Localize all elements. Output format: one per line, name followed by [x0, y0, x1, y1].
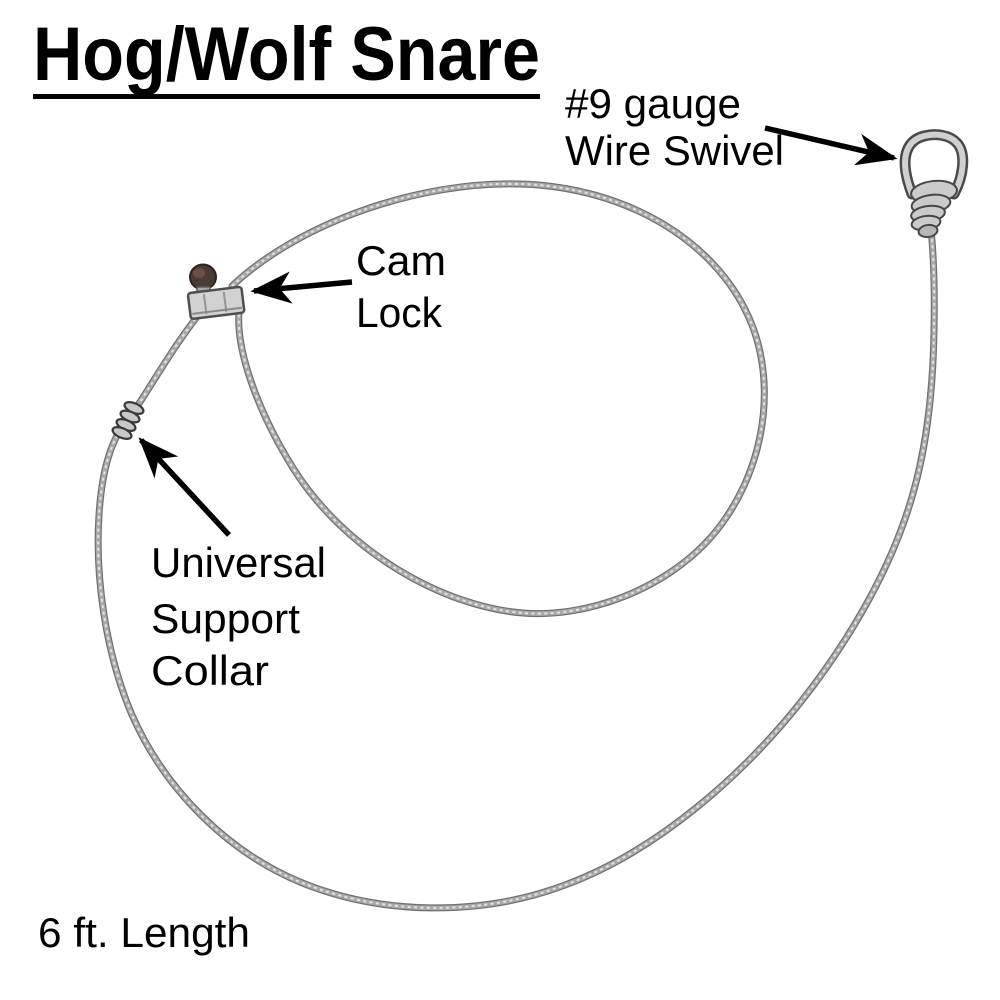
- cam-lock-bracket-body: [186, 285, 246, 320]
- cam-lock-bracket-shadow-edge: [192, 306, 243, 315]
- cam-lock-knob: [189, 263, 217, 291]
- cam-lock-bracket-groove-1: [202, 294, 208, 315]
- wire-swivel-hardware: [899, 129, 969, 239]
- cam-lock-bracket-groove-2: [222, 291, 228, 312]
- cam-lock-arrow-icon: [250, 271, 353, 304]
- wire-swivel-arrow-icon: [764, 125, 898, 166]
- title-underline: [33, 94, 540, 99]
- text-layer: Hog/Wolf Snare #9 gauge Wire Swivel Cam …: [33, 12, 784, 956]
- cam-lock-bracket: [186, 285, 246, 320]
- collar-coil-4: [111, 426, 133, 440]
- cam-lock-label-line1: Cam: [356, 237, 446, 284]
- cam-lock-hardware: [186, 263, 246, 320]
- length-label: 6 ft. Length: [38, 909, 250, 956]
- swivel-ferrule: [917, 223, 939, 239]
- callout-arrows: [138, 125, 898, 537]
- cam-lock-knob-highlight: [193, 268, 205, 278]
- wire-swivel-label-line2: Wire Swivel: [565, 127, 784, 174]
- support-collar-hardware: [111, 401, 145, 440]
- support-collar-label-line1: Universal: [151, 539, 326, 586]
- support-collar-arrow-icon: [138, 437, 232, 537]
- support-collar-label-line3: Collar: [151, 647, 269, 694]
- wire-swivel-label-line1: #9 gauge: [565, 80, 741, 127]
- cam-lock-label-line2: Lock: [356, 289, 443, 336]
- page-title: Hog/Wolf Snare: [33, 12, 540, 97]
- support-collar-label-line2: Support: [151, 595, 300, 642]
- swivel-d-ring: [902, 131, 966, 197]
